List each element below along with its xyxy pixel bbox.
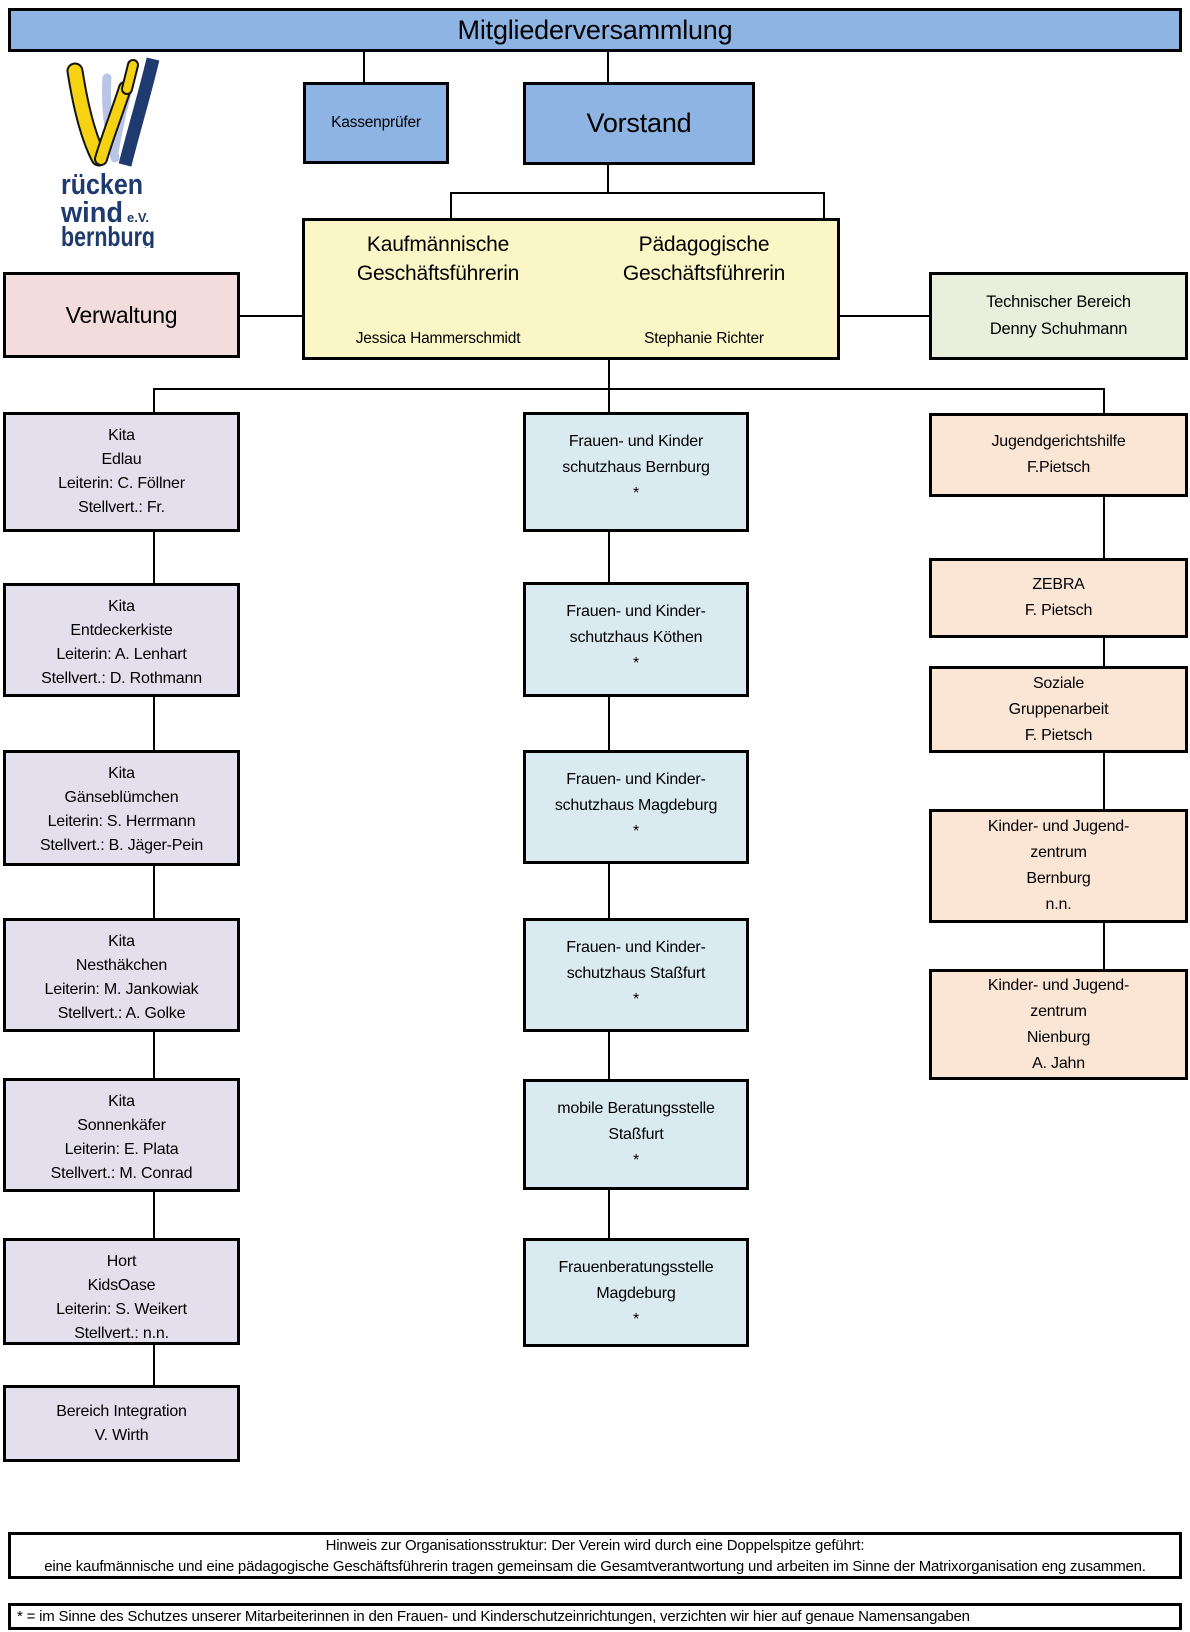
connector-line <box>608 1032 610 1081</box>
connector-line <box>1103 497 1105 560</box>
connector-line <box>153 1032 155 1080</box>
org-box-schutzhaus-koethen: Frauen- und Kinder-schutzhaus Köthen* <box>523 582 749 697</box>
connector-line <box>450 192 452 220</box>
connector-line <box>1103 923 1105 971</box>
connector-line <box>607 52 609 82</box>
connector-line <box>363 52 365 82</box>
connector-line <box>153 388 155 414</box>
connector-line <box>608 864 610 920</box>
connector-line <box>608 358 610 390</box>
connector-line <box>1103 638 1105 668</box>
auditor-label: Kassenprüfer <box>331 114 421 131</box>
administration-label: Verwaltung <box>65 301 178 328</box>
auditor-box: Kassenprüfer <box>303 82 449 164</box>
connector-line <box>608 1190 610 1240</box>
assembly-box: Mitgliederversammlung <box>8 8 1182 52</box>
logo-text-suffix: e.V. <box>127 210 149 225</box>
connector-line <box>153 1192 155 1240</box>
connector-line <box>607 165 609 193</box>
assembly-label: Mitgliederversammlung <box>457 14 733 45</box>
org-box-schutzhaus-magdeburg: Frauen- und Kinder-schutzhaus Magdeburg* <box>523 750 749 864</box>
logo-text-line2: wind <box>60 197 123 229</box>
connector-line <box>153 1345 155 1387</box>
commercial-name: Jessica Hammerschmidt <box>355 330 521 347</box>
connector-line <box>153 388 1105 390</box>
connector-line <box>240 315 302 317</box>
connector-line <box>608 697 610 752</box>
connector-line <box>153 697 155 752</box>
connector-line <box>823 192 825 220</box>
connector-line <box>840 315 929 317</box>
rueckenwind-logo: rücken wind e.V. bernburg <box>60 57 160 248</box>
pedagogical-name: Stephanie Richter <box>644 330 764 347</box>
connector-line <box>608 532 610 584</box>
note-footnote: * = im Sinne des Schutzes unserer Mitarb… <box>8 1603 1182 1630</box>
connector-line <box>153 866 155 920</box>
board-box: Vorstand <box>523 82 755 165</box>
logo-text-line3: bernburg <box>61 221 155 248</box>
connector-line <box>608 388 610 414</box>
org-box-schutzhaus-stassfurt: Frauen- und Kinder-schutzhaus Staßfurt* <box>523 918 749 1032</box>
connector-line <box>153 532 155 585</box>
note-structure: Hinweis zur Organisationsstruktur: Der V… <box>8 1532 1182 1579</box>
connector-line <box>1103 388 1105 415</box>
connector-line <box>1103 753 1105 811</box>
logo-text-line1: rücken <box>61 169 143 201</box>
administration-box: Verwaltung <box>3 272 240 358</box>
board-label: Vorstand <box>586 108 692 138</box>
connector-line <box>450 192 825 194</box>
